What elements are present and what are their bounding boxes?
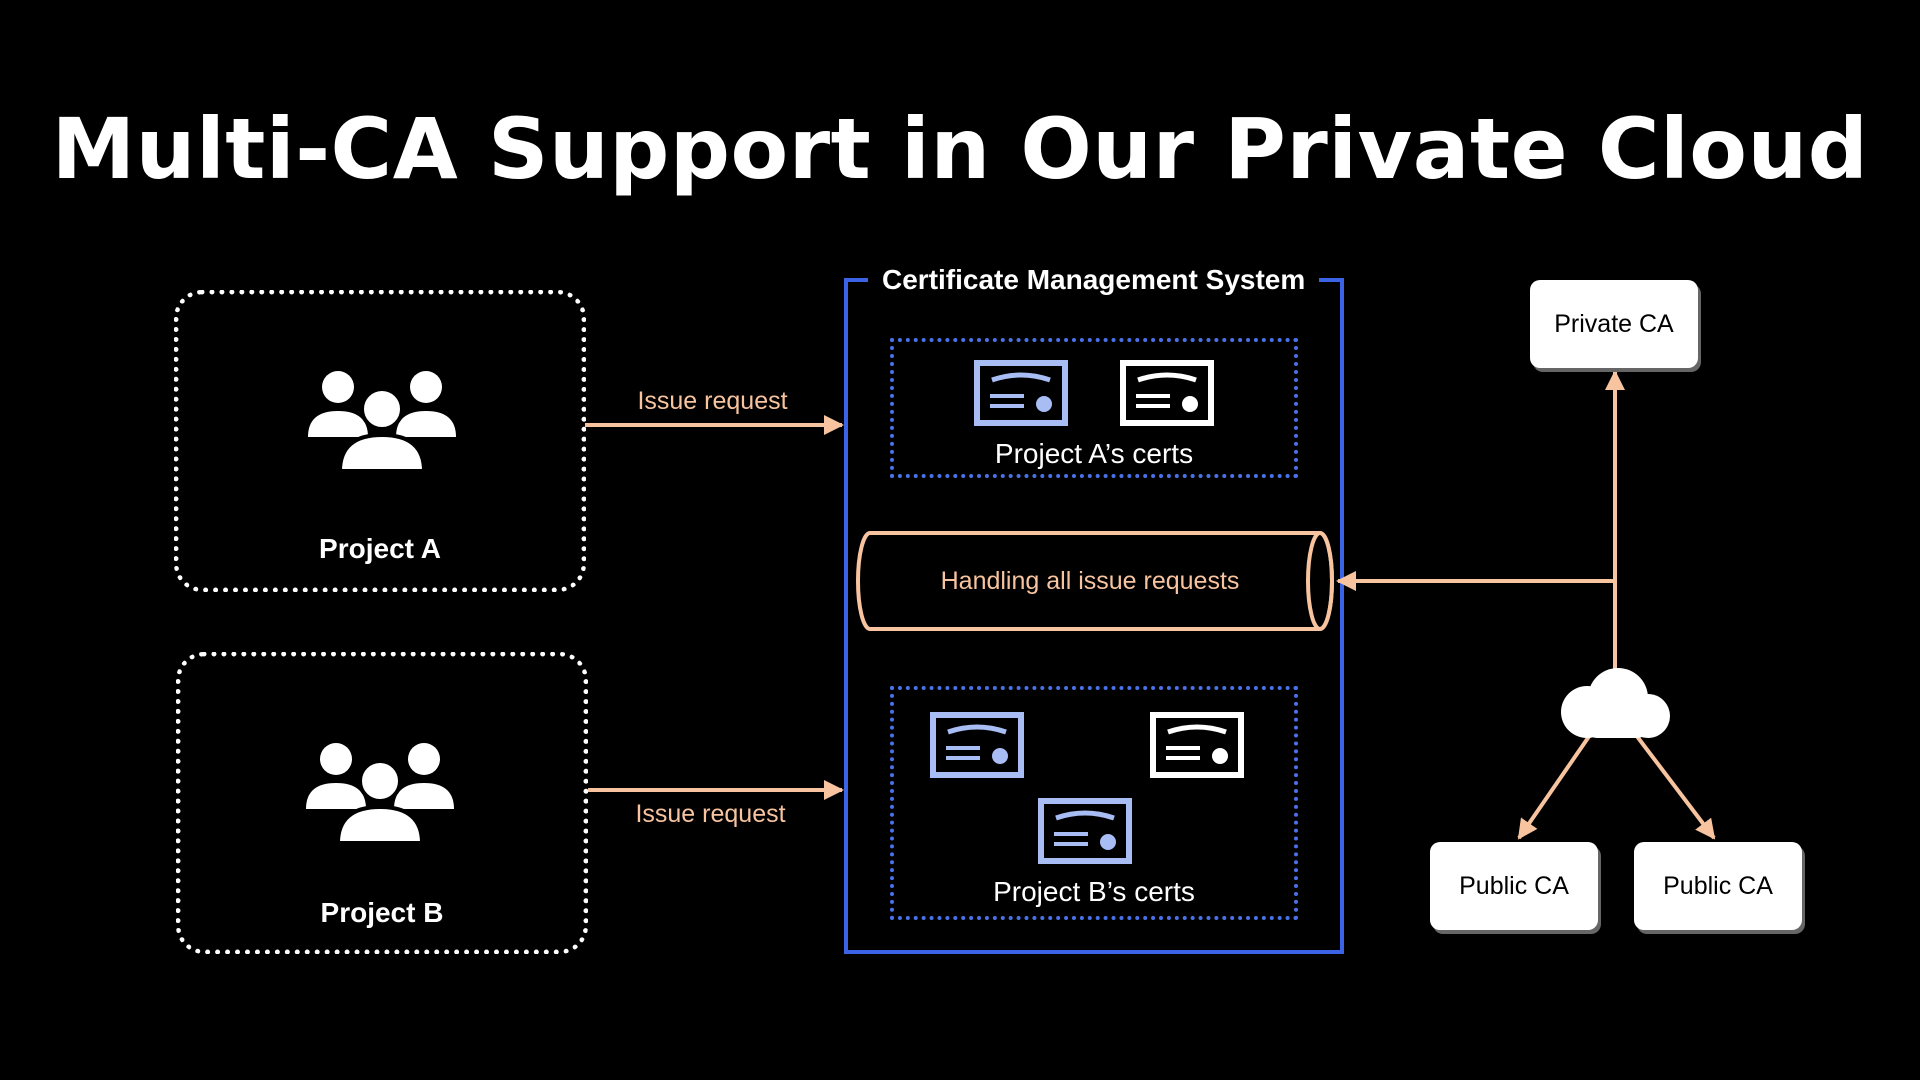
project-b-certs-box: Project B’s certs (890, 686, 1298, 920)
public-ca-arrow-2 (1634, 733, 1716, 840)
issue-request-label-b: Issue request (635, 800, 786, 828)
project-a-label: Project A (319, 533, 441, 564)
public-ca-box-1: Public CA (1430, 842, 1598, 930)
public-ca-box-2: Public CA (1634, 842, 1802, 930)
certificate-icon (930, 712, 1024, 778)
project-b-certs-label: Project B’s certs (993, 876, 1195, 907)
project-a-certs-box: Project A’s certs (890, 338, 1298, 478)
people-icon (308, 371, 456, 473)
issue-request-label-a: Issue request (637, 387, 788, 415)
cloud-icon (1561, 668, 1670, 738)
pipe-label: Handling all issue requests (940, 567, 1240, 595)
pipe-cylinder (856, 531, 1334, 631)
people-icon (306, 743, 454, 845)
public-ca-arrow-1 (1517, 733, 1592, 840)
certificate-icon (1150, 712, 1244, 778)
private-ca-box: Private CA (1530, 280, 1698, 368)
cms-title: Certificate Management System (868, 264, 1320, 296)
page-title: Multi-CA Support in Our Private Cloud (51, 100, 1869, 198)
certificate-icon (974, 360, 1068, 426)
certificate-icon (1038, 798, 1132, 864)
project-b-box: Project B (176, 652, 588, 954)
project-a-certs-label: Project A’s certs (994, 438, 1194, 469)
project-b-label: Project B (320, 897, 444, 928)
certificate-icon (1120, 360, 1214, 426)
project-a-box: Project A (174, 290, 586, 592)
